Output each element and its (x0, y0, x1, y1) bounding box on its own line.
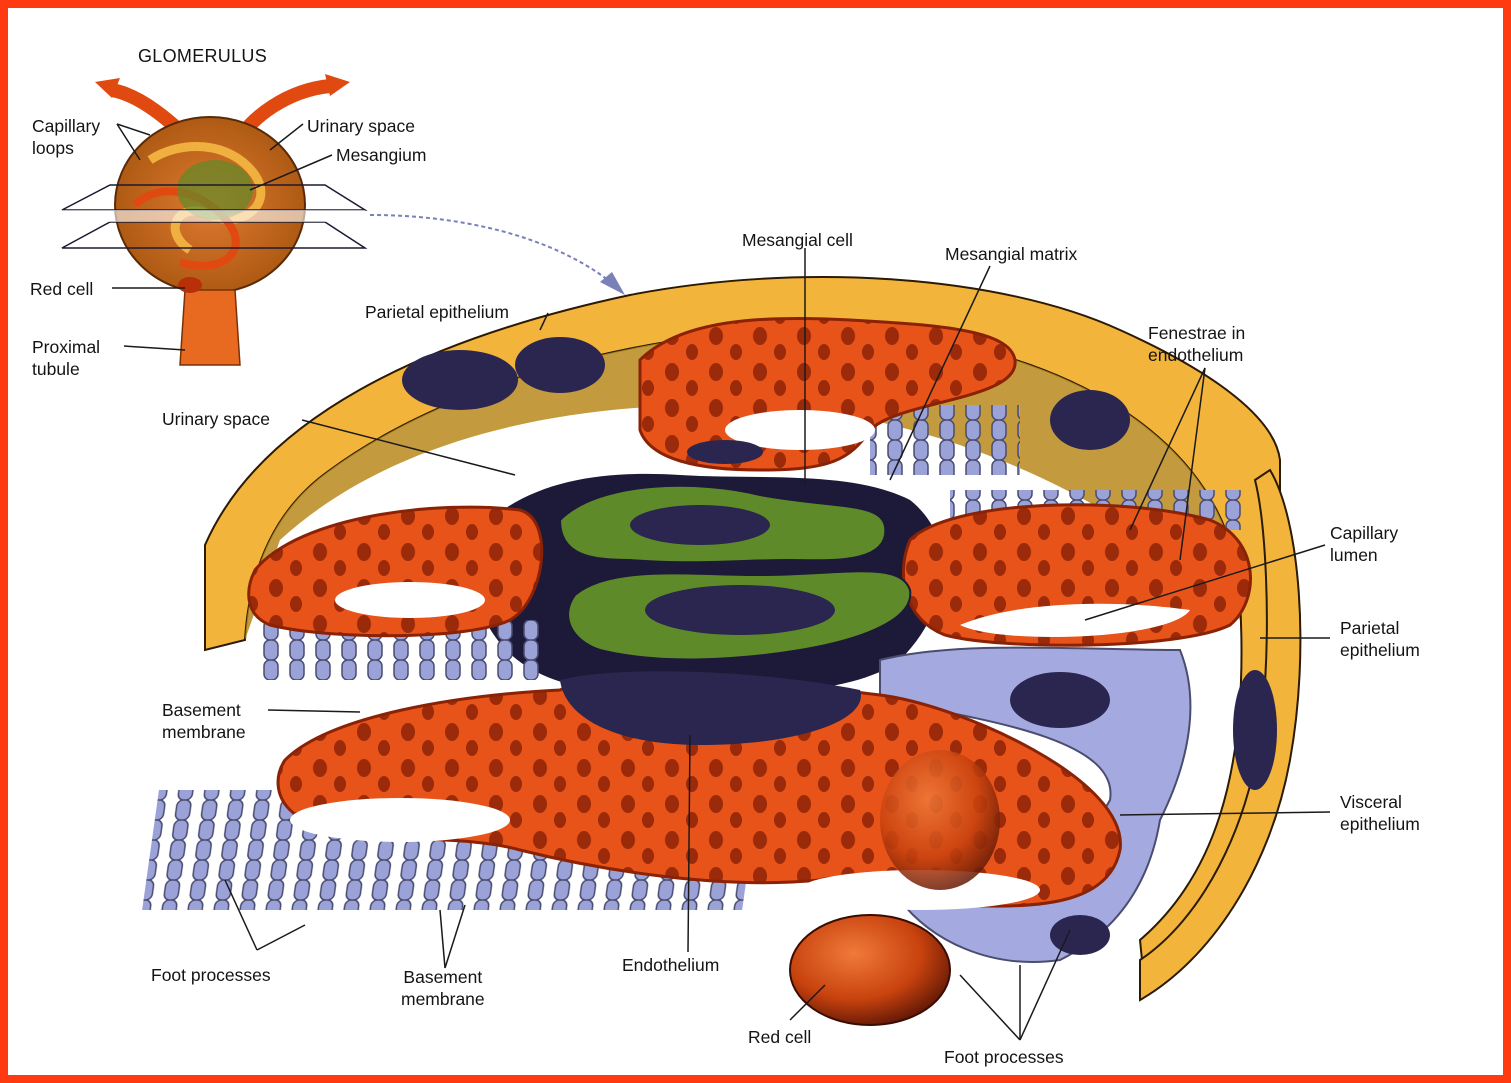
label-mesangium: Mesangium (336, 144, 426, 166)
label-capillary-lumen: Capillary lumen (1330, 522, 1398, 566)
label-basement-membrane-bottom: Basement membrane (401, 966, 485, 1010)
label-mesangial-cell: Mesangial cell (742, 229, 853, 251)
label-foot-processes-left: Foot processes (151, 964, 271, 986)
nucleus (645, 585, 835, 635)
label-endothelium: Endothelium (622, 954, 719, 976)
label-proximal-tubule: Proximal tubule (32, 336, 100, 380)
label-urinary-space: Urinary space (162, 408, 270, 430)
label-urinary-space-small: Urinary space (307, 115, 415, 137)
label-red-cell: Red cell (748, 1026, 811, 1048)
nucleus (1050, 915, 1110, 955)
red-blood-cell (790, 915, 950, 1025)
label-parietal-epithelium-right: Parietal epithelium (1340, 617, 1420, 661)
nucleus (1233, 670, 1277, 790)
nucleus (402, 350, 518, 410)
label-foot-processes-right: Foot processes (944, 1046, 1064, 1068)
label-basement-membrane-left: Basement membrane (162, 699, 246, 743)
label-capillary-loops: Capillary loops (32, 115, 100, 159)
label-visceral-epithelium: Visceral epithelium (1340, 791, 1420, 835)
nucleus (1050, 390, 1130, 450)
label-red-cell-small: Red cell (30, 278, 93, 300)
nucleus (515, 337, 605, 393)
nucleus (630, 505, 770, 545)
label-fenestrae: Fenestrae in endothelium (1148, 322, 1245, 366)
label-parietal-epithelium-top: Parietal epithelium (365, 301, 509, 323)
arrow-icon (600, 272, 625, 295)
nucleus (1010, 672, 1110, 728)
label-mesangial-matrix: Mesangial matrix (945, 243, 1077, 265)
label-glomerulus: GLOMERULUS (138, 45, 267, 67)
main-section (142, 277, 1300, 1025)
